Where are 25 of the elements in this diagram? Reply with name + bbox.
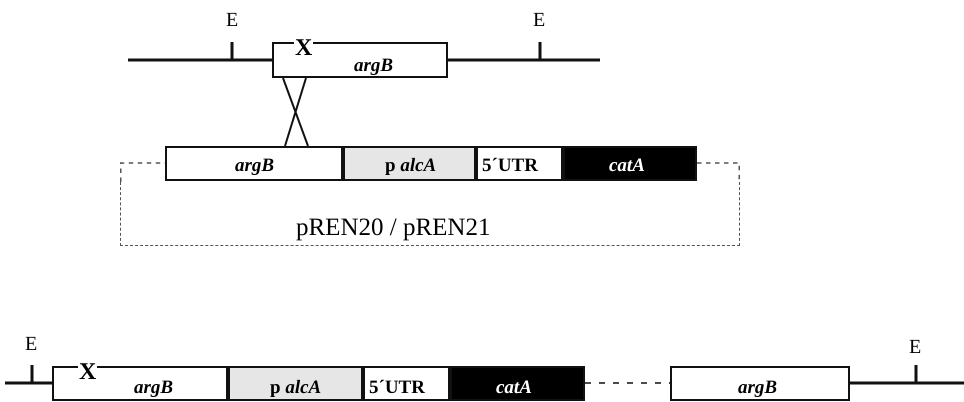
restriction-site-label: E — [226, 10, 238, 30]
gene-box — [563, 146, 697, 181]
restriction-site-label: E — [533, 10, 546, 30]
dashed-connector — [585, 382, 670, 384]
promoter-label: p alcA — [270, 378, 322, 397]
promoter-box — [228, 366, 363, 401]
restriction-site-label: E — [909, 337, 922, 357]
utr-box — [363, 366, 450, 401]
gene-box — [165, 146, 343, 181]
plasmid-outline — [120, 182, 740, 246]
plasmid-label: pREN20 / pREN21 — [296, 215, 490, 240]
gene-box — [450, 366, 585, 401]
utr-box — [476, 146, 563, 181]
gene-label: catA — [496, 378, 532, 397]
promoter-label: p alcA — [385, 156, 436, 175]
gene-box — [670, 366, 850, 401]
gene-label: argB — [235, 156, 274, 175]
gene-label: argB — [738, 378, 778, 397]
restriction-site-label: E — [25, 334, 38, 354]
utr-label: 5´UTR — [482, 156, 538, 175]
promoter-box — [343, 146, 476, 181]
gene-label: argB — [354, 56, 394, 75]
gene-label: catA — [609, 156, 645, 175]
gene-label: argB — [134, 378, 174, 397]
utr-label: 5´UTR — [369, 378, 425, 397]
